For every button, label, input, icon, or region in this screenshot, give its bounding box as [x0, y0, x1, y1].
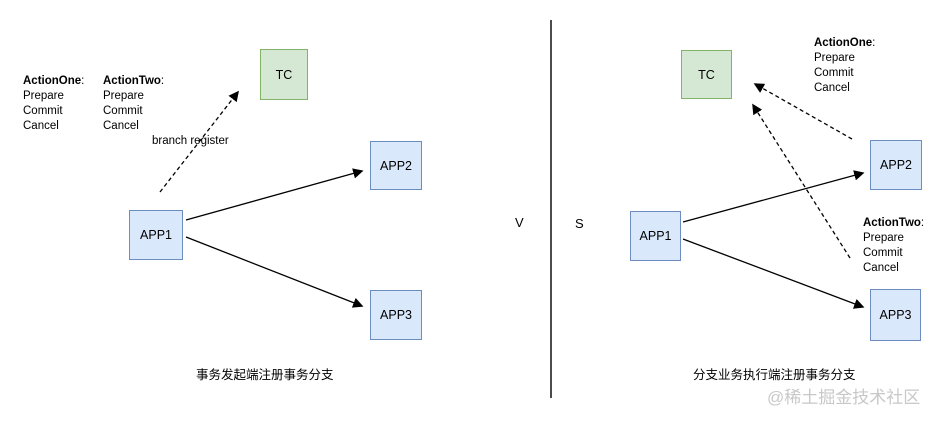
left-node-app3: APP3 — [370, 290, 422, 340]
left-node-tc: TC — [260, 49, 308, 100]
right-action-two-block: ActionTwo: Prepare Commit Cancel — [863, 216, 924, 276]
juejin-watermark: @稀土掘金技术社区 — [767, 388, 921, 407]
right-app3-to-tc-arrow — [752, 103, 851, 259]
action-one-title: ActionOne: — [23, 75, 85, 87]
action-two-line: Cancel — [863, 262, 899, 274]
left-branch-register-arrow — [159, 90, 239, 193]
left-node-app1: APP1 — [129, 210, 183, 260]
action-two-title: ActionTwo: — [863, 217, 925, 229]
action-two-title: ActionTwo: — [103, 75, 165, 87]
action-one-line: Commit — [814, 67, 854, 79]
right-app2-to-tc-arrow — [753, 83, 853, 140]
right-node-app1: APP1 — [630, 211, 681, 261]
action-one-line: Prepare — [23, 90, 64, 102]
right-node-app2: APP2 — [870, 140, 922, 190]
action-two-line: Commit — [103, 105, 143, 117]
action-one-line: Cancel — [23, 120, 59, 132]
vs-letter-s: S — [575, 216, 584, 231]
right-app1-to-app2-arrow — [682, 170, 865, 223]
right-app1-to-app3-arrow — [682, 238, 865, 309]
action-two-line: Commit — [863, 247, 903, 259]
left-diagram-caption: 事务发起端注册事务分支 — [196, 368, 334, 382]
right-diagram-caption: 分支业务执行端注册事务分支 — [693, 368, 856, 382]
right-action-one-block: ActionOne: Prepare Commit Cancel — [814, 36, 875, 96]
left-action-one-block: ActionOne: Prepare Commit Cancel — [23, 74, 84, 134]
right-node-app3: APP3 — [870, 289, 921, 341]
action-one-line: Commit — [23, 105, 63, 117]
left-action-two-block: ActionTwo: Prepare Commit Cancel — [103, 74, 164, 134]
left-app1-to-app2-arrow — [185, 168, 364, 221]
action-two-line: Prepare — [863, 232, 904, 244]
action-two-line: Prepare — [103, 90, 144, 102]
action-one-title: ActionOne: — [814, 37, 876, 49]
action-one-line: Cancel — [814, 82, 850, 94]
vs-letter-v: V — [515, 215, 524, 230]
branch-register-label: branch register — [152, 135, 229, 147]
action-one-line: Prepare — [814, 52, 855, 64]
action-two-line: Cancel — [103, 120, 139, 132]
right-node-tc: TC — [681, 50, 732, 99]
left-node-app2: APP2 — [370, 141, 422, 190]
left-app1-to-app3-arrow — [185, 236, 364, 308]
